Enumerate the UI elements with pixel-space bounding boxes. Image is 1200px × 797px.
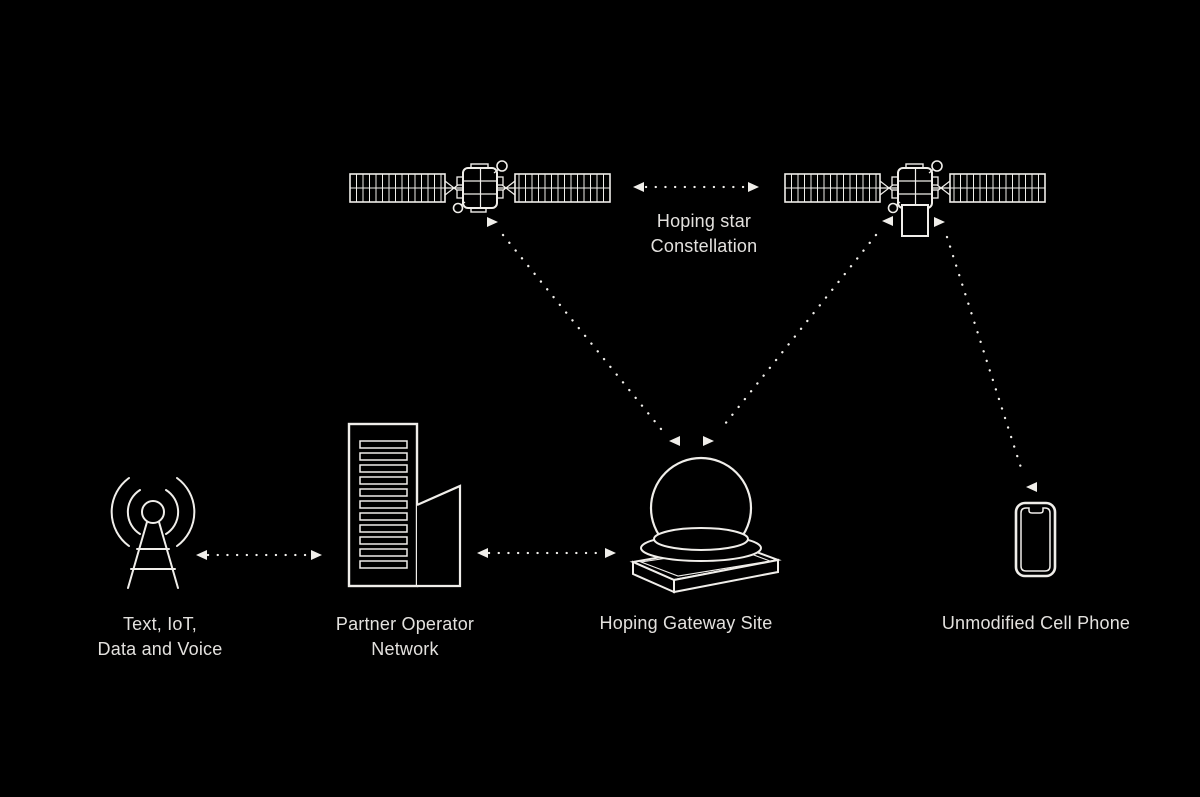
- antenna-head: [141, 500, 165, 524]
- tower-legs: [127, 521, 179, 589]
- phone-label: Unmodified Cell Phone: [942, 611, 1130, 636]
- links: [196, 182, 1037, 560]
- link-satellite-right-gateway: [703, 216, 893, 446]
- arrowhead-right-icon: [748, 182, 759, 192]
- source-label-line1: Text, IoT,: [122, 614, 198, 634]
- office-building-icon: [347, 422, 462, 588]
- satellite-left-icon: [349, 160, 611, 214]
- phone-label-line1: Unmodified Cell Phone: [941, 613, 1131, 633]
- source-label: Text, IoT, Data and Voice: [98, 612, 223, 662]
- gateway-collar-upper: [653, 527, 749, 551]
- gateway-label-line1: Hoping Gateway Site: [599, 613, 773, 633]
- arrowhead-down-icon: [882, 216, 893, 226]
- phone-body: [1014, 501, 1057, 578]
- partner-network-label-line2: Network: [371, 639, 439, 659]
- arrowhead-up-icon: [669, 436, 680, 446]
- constellation-label-line2: Constellation: [650, 236, 758, 256]
- building-windows: [359, 440, 408, 569]
- arrowhead-up-icon: [1026, 482, 1037, 492]
- link-partner-gateway: [477, 548, 616, 558]
- constellation-label: Hoping star Constellation: [651, 209, 758, 259]
- arrowhead-down-icon: [487, 217, 498, 227]
- cell-tower-icon: [110, 477, 196, 589]
- partner-network-label-line1: Partner Operator: [335, 614, 475, 634]
- phone-screen: [1020, 507, 1051, 572]
- building-annex: [416, 484, 462, 588]
- satellite-right-icon: [784, 160, 1046, 237]
- smartphone-icon: [1014, 501, 1057, 578]
- radio-wave-arc: [110, 477, 130, 547]
- gateway-label: Hoping Gateway Site: [600, 611, 773, 636]
- arrowhead-left-icon: [633, 182, 644, 192]
- link-satellite-right-phone: [934, 217, 1037, 492]
- source-label-line2: Data and Voice: [97, 639, 223, 659]
- arrowhead-left-icon: [477, 548, 488, 558]
- arrowhead-right-icon: [311, 550, 322, 560]
- link-satellite-left-satellite-right: [633, 182, 759, 192]
- arrowhead-right-icon: [605, 548, 616, 558]
- arrowhead-up-icon: [703, 436, 714, 446]
- radio-wave-arc: [165, 489, 180, 535]
- arrowhead-left-icon: [196, 550, 207, 560]
- radio-wave-arc: [126, 489, 141, 535]
- radio-wave-arc: [176, 477, 196, 547]
- tower-crossbars: [130, 548, 176, 570]
- gateway-base-front-face: [673, 558, 779, 594]
- satellite-dish-box: [901, 204, 929, 237]
- partner-network-label: Partner Operator Network: [336, 612, 474, 662]
- radome-gateway-icon: [629, 456, 782, 594]
- link-source-partner: [196, 550, 322, 560]
- constellation-label-line1: Hoping star: [656, 211, 752, 231]
- arrowhead-down-icon: [934, 217, 945, 227]
- link-satellite-left-gateway: [487, 217, 680, 446]
